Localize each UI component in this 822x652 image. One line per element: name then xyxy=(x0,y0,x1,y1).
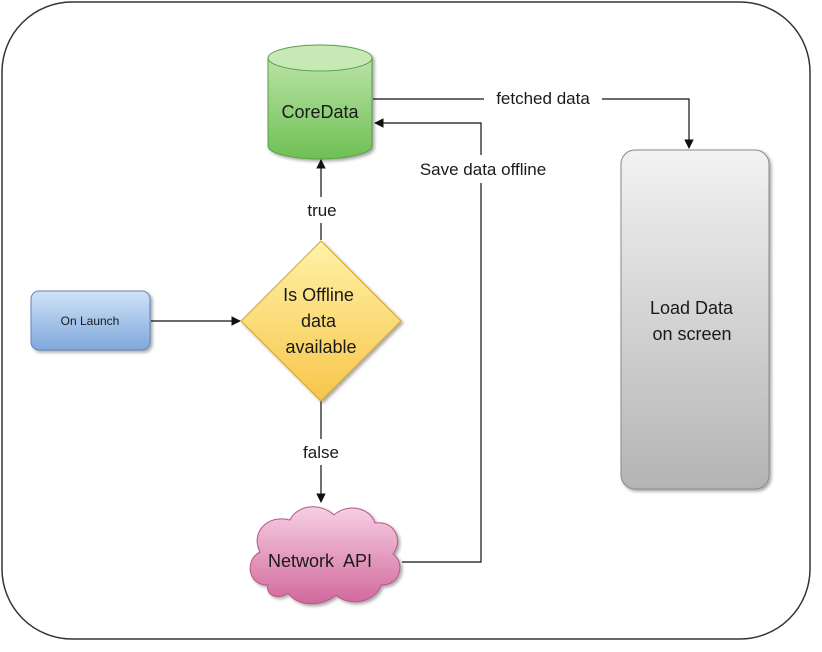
edge-label-false: false xyxy=(303,443,339,462)
edge-save-data-offline xyxy=(374,118,482,563)
node-network-api-label: Network API xyxy=(268,551,372,571)
outer-frame xyxy=(1,1,811,640)
edge-label-save-data-offline: Save data offline xyxy=(420,160,546,179)
node-load-data-label: Load Data on screen xyxy=(650,298,738,344)
decision-line-1: Is Offline xyxy=(283,285,354,305)
edge-label-true: true xyxy=(307,201,336,220)
node-on-launch-label: On Launch xyxy=(61,314,120,328)
node-on-launch xyxy=(30,290,151,351)
load-data-line-2: on screen xyxy=(652,324,731,344)
edge-fetched-data xyxy=(373,98,694,149)
node-decision xyxy=(240,240,402,402)
decision-line-2: data xyxy=(301,311,337,331)
decision-line-3: available xyxy=(285,337,356,357)
node-load-data xyxy=(620,149,770,490)
load-data-line-1: Load Data xyxy=(650,298,734,318)
node-decision-label: Is Offline data available xyxy=(283,285,359,357)
node-coredata xyxy=(267,44,373,160)
node-network-api xyxy=(249,506,401,605)
node-coredata-label: CoreData xyxy=(281,102,359,122)
edge-label-fetched-data: fetched data xyxy=(496,89,590,108)
